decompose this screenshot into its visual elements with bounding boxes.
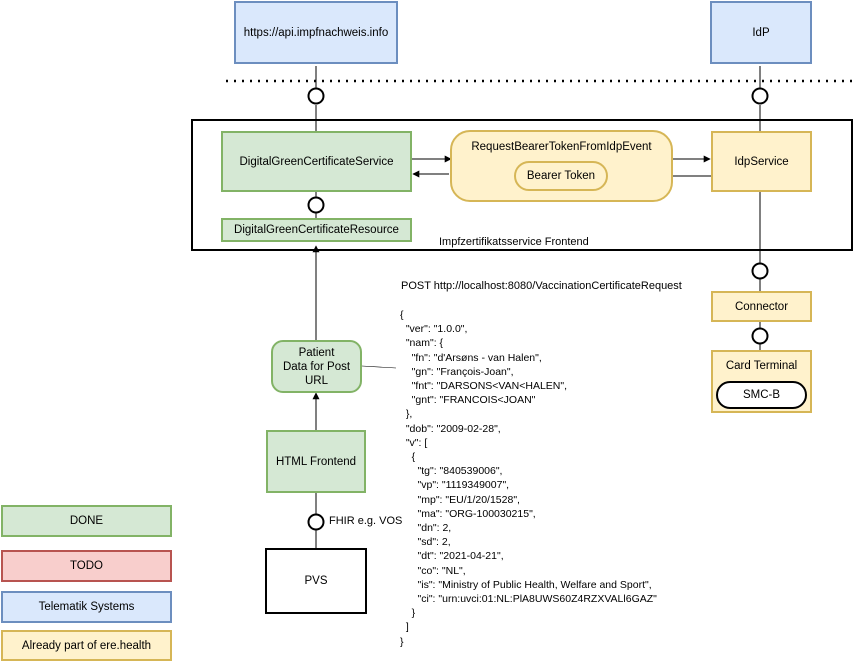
legend-telematik: Telematik Systems — [1, 591, 172, 623]
dgc-resource-label: DigitalGreenCertificateResource — [234, 224, 399, 236]
api-impfnachweis-box[interactable]: https://api.impfnachweis.info — [234, 1, 398, 64]
idp-interface-icon — [751, 87, 769, 105]
legend-done-label: DONE — [69, 515, 104, 527]
frontend-container — [191, 119, 853, 251]
pvs-label: PVS — [304, 575, 328, 587]
api-impfnachweis-label: https://api.impfnachweis.info — [243, 26, 389, 39]
smcb-card[interactable]: SMC-B — [716, 381, 807, 409]
pvs-box[interactable]: PVS — [265, 548, 367, 614]
idp-label: IdP — [752, 26, 770, 39]
idp-service-label: IdpService — [734, 155, 789, 168]
api-interface-icon — [307, 87, 325, 105]
legend-telematik-label: Telematik Systems — [38, 601, 135, 613]
frontend-label: Impfzertifikatsservice Frontend — [439, 236, 589, 248]
legend-ere: Already part of ere.health — [1, 630, 172, 661]
legend-todo: TODO — [1, 550, 172, 582]
bearer-token-label: Bearer Token — [526, 170, 596, 182]
post-url-label: POST http://localhost:8080/VaccinationCe… — [401, 280, 682, 292]
connector-label: Connector — [734, 300, 789, 313]
dgc-service-box[interactable]: DigitalGreenCertificateService — [221, 131, 412, 192]
html-frontend-label: HTML Frontend — [275, 455, 357, 468]
bearer-token-box[interactable]: Bearer Token — [514, 161, 608, 191]
idp-service-box[interactable]: IdpService — [711, 131, 812, 192]
legend-ere-label: Already part of ere.health — [21, 639, 152, 652]
connector-interface-icon — [751, 262, 769, 280]
dgc-service-label: DigitalGreenCertificateService — [239, 155, 394, 168]
html-frontend-box[interactable]: HTML Frontend — [266, 430, 366, 493]
idp-box[interactable]: IdP — [710, 1, 812, 64]
request-body-json: { "ver": "1.0.0", "nam": { "fn": "d'Arsø… — [400, 309, 657, 648]
fhir-interface-icon — [307, 513, 325, 531]
fhir-label: FHIR e.g. VOS — [329, 515, 403, 527]
patient-data-label: Patient Data for Post URL — [282, 346, 351, 387]
connector-box[interactable]: Connector — [711, 291, 812, 322]
legend-todo-label: TODO — [69, 560, 103, 572]
card-terminal-interface-icon — [751, 327, 769, 345]
dgc-resource-box[interactable]: DigitalGreenCertificateResource — [221, 218, 412, 242]
legend-done: DONE — [1, 505, 172, 537]
patient-data-box[interactable]: Patient Data for Post URL — [271, 340, 362, 393]
smcb-label: SMC-B — [742, 389, 781, 401]
event-label: RequestBearerTokenFromIdpEvent — [471, 141, 652, 153]
card-terminal-label: Card Terminal — [725, 360, 798, 372]
resource-interface-icon — [307, 196, 325, 214]
